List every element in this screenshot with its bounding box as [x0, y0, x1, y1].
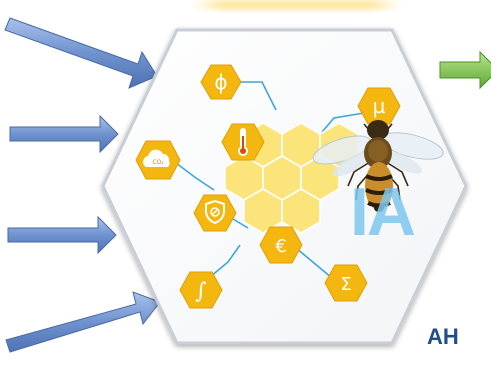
phi-hex: ϕ	[200, 64, 242, 100]
corner-label: AH	[427, 324, 459, 349]
top-caption-blur	[192, 0, 402, 10]
input-arrow-1	[4, 17, 158, 89]
sigma-icon: Σ	[340, 274, 351, 295]
integral-icon: ∫	[195, 279, 207, 304]
thermometer-hex	[221, 123, 265, 161]
co2-label: CO₂	[152, 159, 164, 166]
shield-hex	[193, 194, 237, 232]
mu-hex: µ	[357, 87, 401, 125]
euro-hex: €	[259, 226, 303, 264]
input-arrow-4	[5, 291, 161, 353]
co2-cloud-icon	[143, 149, 170, 167]
input-arrow-2	[9, 114, 119, 154]
mu-symbol-icon: µ	[373, 94, 386, 118]
shield-icon	[205, 199, 225, 225]
sigma-hex: Σ	[324, 264, 368, 302]
input-arrows	[4, 17, 161, 353]
co2-hex: CO₂	[135, 140, 181, 180]
integral-hex: ∫	[179, 271, 223, 309]
ia-label: IA	[350, 174, 416, 250]
bee-image	[312, 120, 444, 212]
input-arrow-3	[7, 215, 117, 255]
euro-icon: €	[275, 236, 286, 257]
phi-symbol-icon: ϕ	[214, 70, 227, 94]
output-arrow	[439, 50, 491, 90]
thermometer-icon	[238, 128, 248, 156]
